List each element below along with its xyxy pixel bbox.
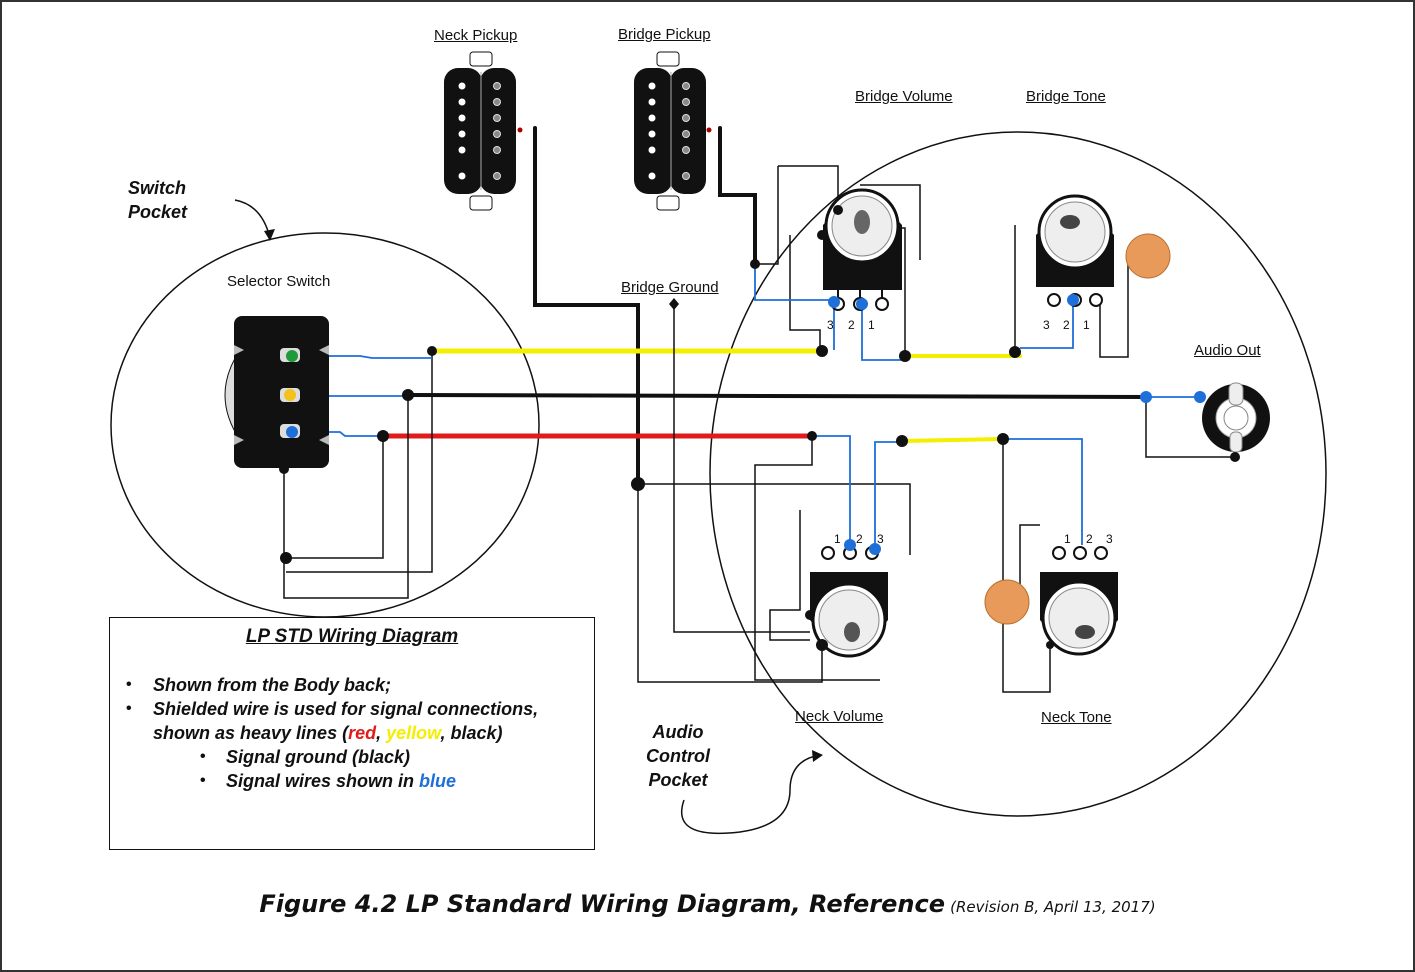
legend-signal-prefix: Signal wires shown in	[226, 771, 420, 791]
shielded-wires	[380, 126, 1148, 486]
bridge-tone-pot	[1036, 194, 1171, 307]
legend-heavy-prefix: shown as heavy lines (	[153, 723, 349, 743]
audio-pocket-arrowhead	[812, 750, 823, 762]
selector-switch-label: Selector Switch	[227, 273, 331, 290]
legend-bullet: •	[126, 676, 132, 693]
bridge-tone-label: Bridge Tone	[1026, 88, 1106, 105]
caption-main: Figure 4.2 LP Standard Wiring Diagram, R…	[259, 890, 946, 918]
neck-tone-lug-1: 1	[1064, 532, 1071, 546]
bridge-ground-marker	[669, 298, 679, 310]
bridge-volume-lug-1: 1	[868, 318, 875, 332]
neck-tone-lug-2: 2	[1086, 532, 1093, 546]
bridge-volume-lug-2: 2	[848, 318, 855, 332]
bridge-volume-lug-3: 3	[827, 318, 834, 332]
figure-caption: Figure 4.2 LP Standard Wiring Diagram, R…	[0, 890, 1415, 918]
ground-wires	[283, 165, 1235, 693]
neck-volume-lug-3: 3	[877, 532, 884, 546]
legend-bullet: •	[200, 772, 206, 789]
legend-box: LP STD Wiring Diagram • Shown from the B…	[109, 617, 595, 850]
legend-yellow-word: yellow	[386, 723, 441, 743]
switch-pocket-label: Switch Pocket	[128, 178, 188, 222]
caption-revision: (Revision B, April 13, 2017)	[950, 898, 1156, 916]
audio-pocket-arrow	[681, 754, 821, 835]
solder-points-black	[280, 205, 1240, 651]
audio-out-label: Audio Out	[1194, 342, 1261, 359]
solder-points-blue	[828, 294, 1206, 555]
legend-item-shielded: Shielded wire is used for signal connect…	[153, 699, 539, 719]
neck-pickup	[444, 51, 523, 211]
bridge-tone-lug-3: 3	[1043, 318, 1050, 332]
neck-tone-pot	[984, 546, 1118, 656]
legend-sep: ,	[376, 723, 387, 743]
bridge-tone-lug-2: 2	[1063, 318, 1070, 332]
legend-item-body-back: Shown from the Body back;	[153, 675, 392, 695]
legend-heavy-suffix: , black)	[440, 723, 503, 743]
black-output-wire	[406, 393, 1148, 399]
neck-volume-lug-2: 2	[856, 532, 863, 546]
legend-item-signal-ground: Signal ground (black)	[226, 747, 411, 767]
neck-volume-pot	[810, 546, 888, 658]
legend-bullet: •	[200, 748, 206, 765]
legend-blue-word: blue	[419, 771, 457, 791]
switch-pocket-arrowhead	[264, 229, 275, 241]
yellow-wire-neck	[900, 437, 1005, 443]
legend-red-word: red	[348, 723, 377, 743]
selector-switch	[224, 316, 329, 474]
audio-out-jack	[1202, 382, 1270, 453]
bridge-volume-pot	[823, 188, 902, 311]
bridge-volume-label: Bridge Volume	[855, 88, 953, 105]
signal-wires	[295, 264, 1200, 549]
neck-volume-label: Neck Volume	[795, 708, 884, 725]
bridge-tone-lug-1: 1	[1083, 318, 1090, 332]
neck-pickup-shield-wire	[533, 126, 640, 486]
bridge-pickup	[634, 51, 712, 211]
neck-tone-label: Neck Tone	[1041, 709, 1112, 726]
audio-control-pocket-outline	[709, 131, 1327, 817]
bridge-ground-label: Bridge Ground	[621, 279, 719, 296]
switch-pocket-arrow	[234, 199, 271, 239]
legend-bullet: •	[126, 700, 132, 717]
legend-item-heavy-lines: shown as heavy lines (red, yellow, black…	[153, 723, 503, 744]
audio-control-pocket-label: Audio Control Pocket	[646, 722, 710, 790]
bridge-pickup-shield-wire	[718, 126, 757, 266]
neck-tone-lug-3: 3	[1106, 532, 1113, 546]
neck-pickup-label: Neck Pickup	[434, 27, 518, 44]
legend-title: LP STD Wiring Diagram	[245, 626, 459, 647]
legend-item-signal-wires: Signal wires shown in blue	[226, 771, 456, 792]
bridge-pickup-label: Bridge Pickup	[618, 26, 711, 43]
neck-volume-lug-1: 1	[834, 532, 841, 546]
